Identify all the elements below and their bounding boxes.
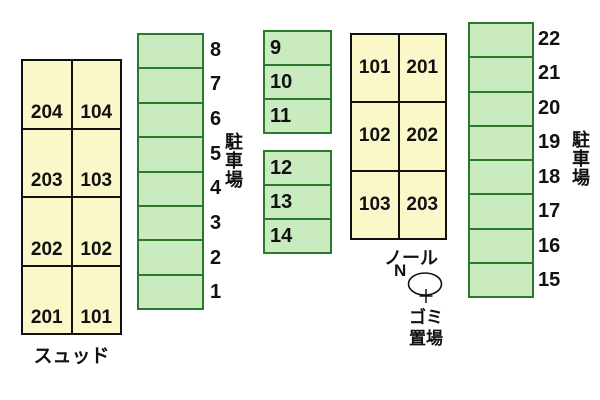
parking-numbers-left: 8 7 6 5 4 3 2 1	[210, 33, 236, 310]
parking-space	[469, 160, 533, 195]
parking-strip-left	[137, 33, 204, 310]
parking-space	[469, 125, 533, 160]
parking-space: 11	[264, 99, 331, 133]
garbage-area-icon	[407, 272, 443, 303]
parking-space	[138, 205, 203, 241]
space-number: 8	[210, 38, 222, 61]
space-number: 18	[538, 165, 561, 188]
parking-space	[138, 34, 203, 69]
room-cell: 103	[71, 128, 121, 197]
room-cell: 101	[351, 34, 399, 103]
building-sud: 204 104 203 103 202 102 201 101	[21, 59, 122, 335]
room-cell: 202	[22, 197, 72, 266]
space-number: 15	[538, 269, 561, 292]
parking-space	[138, 102, 203, 138]
space-number: 16	[538, 234, 561, 257]
space-number: 5	[210, 142, 222, 165]
parking-label-left: 駐車場	[223, 132, 243, 189]
room-cell: 204	[22, 60, 72, 129]
room-cell: 102	[351, 102, 399, 171]
space-number: 2	[210, 246, 222, 269]
space-number: 3	[210, 211, 222, 234]
space-number: 22	[538, 27, 561, 50]
garbage-label-line1: ゴミ	[409, 308, 443, 327]
room-cell: 103	[351, 170, 399, 239]
parking-space: 10	[264, 65, 331, 99]
space-number: 1	[210, 281, 222, 304]
room-cell: 102	[71, 197, 121, 266]
parking-space	[138, 274, 203, 309]
room-cell: 202	[398, 102, 446, 171]
parking-strip-mid-top: 9 10 11	[263, 30, 332, 134]
parking-strip-mid-bottom: 12 13 14	[263, 150, 332, 254]
room-cell: 101	[71, 265, 121, 334]
garbage-label-line2: 置場	[409, 329, 443, 348]
parking-space	[469, 262, 533, 297]
parking-space: 12	[264, 151, 331, 185]
space-number: 21	[538, 62, 561, 85]
parking-space	[469, 57, 533, 92]
parking-space: 13	[264, 185, 331, 219]
parking-space: 14	[264, 219, 331, 253]
building-nord: 101 201 102 202 103 203	[350, 33, 447, 240]
room-cell: 201	[398, 34, 446, 103]
room-cell: 104	[71, 60, 121, 129]
space-number: 7	[210, 73, 222, 96]
space-number: 4	[210, 177, 222, 200]
parking-space	[469, 23, 533, 58]
parking-space	[469, 228, 533, 263]
space-number: 17	[538, 200, 561, 223]
parking-space	[469, 194, 533, 229]
space-number: 19	[538, 131, 561, 154]
parking-space	[138, 171, 203, 206]
building-sud-label: スュッド	[33, 346, 110, 367]
parking-strip-right	[468, 22, 534, 298]
space-number: 6	[210, 108, 222, 131]
north-label: N	[394, 261, 407, 280]
parking-space	[469, 91, 533, 126]
building-nord-label: ノール	[384, 248, 438, 268]
parking-space	[138, 240, 203, 275]
parking-space	[138, 137, 203, 172]
parking-space: 9	[264, 31, 331, 65]
parking-numbers-right: 22 21 20 19 18 17 16 15	[538, 22, 568, 298]
parking-label-right: 駐車場	[570, 130, 590, 187]
parking-space	[138, 68, 203, 103]
room-cell: 203	[22, 128, 72, 197]
room-cell: 201	[22, 265, 72, 334]
room-cell: 203	[398, 170, 446, 239]
space-number: 20	[538, 96, 561, 119]
